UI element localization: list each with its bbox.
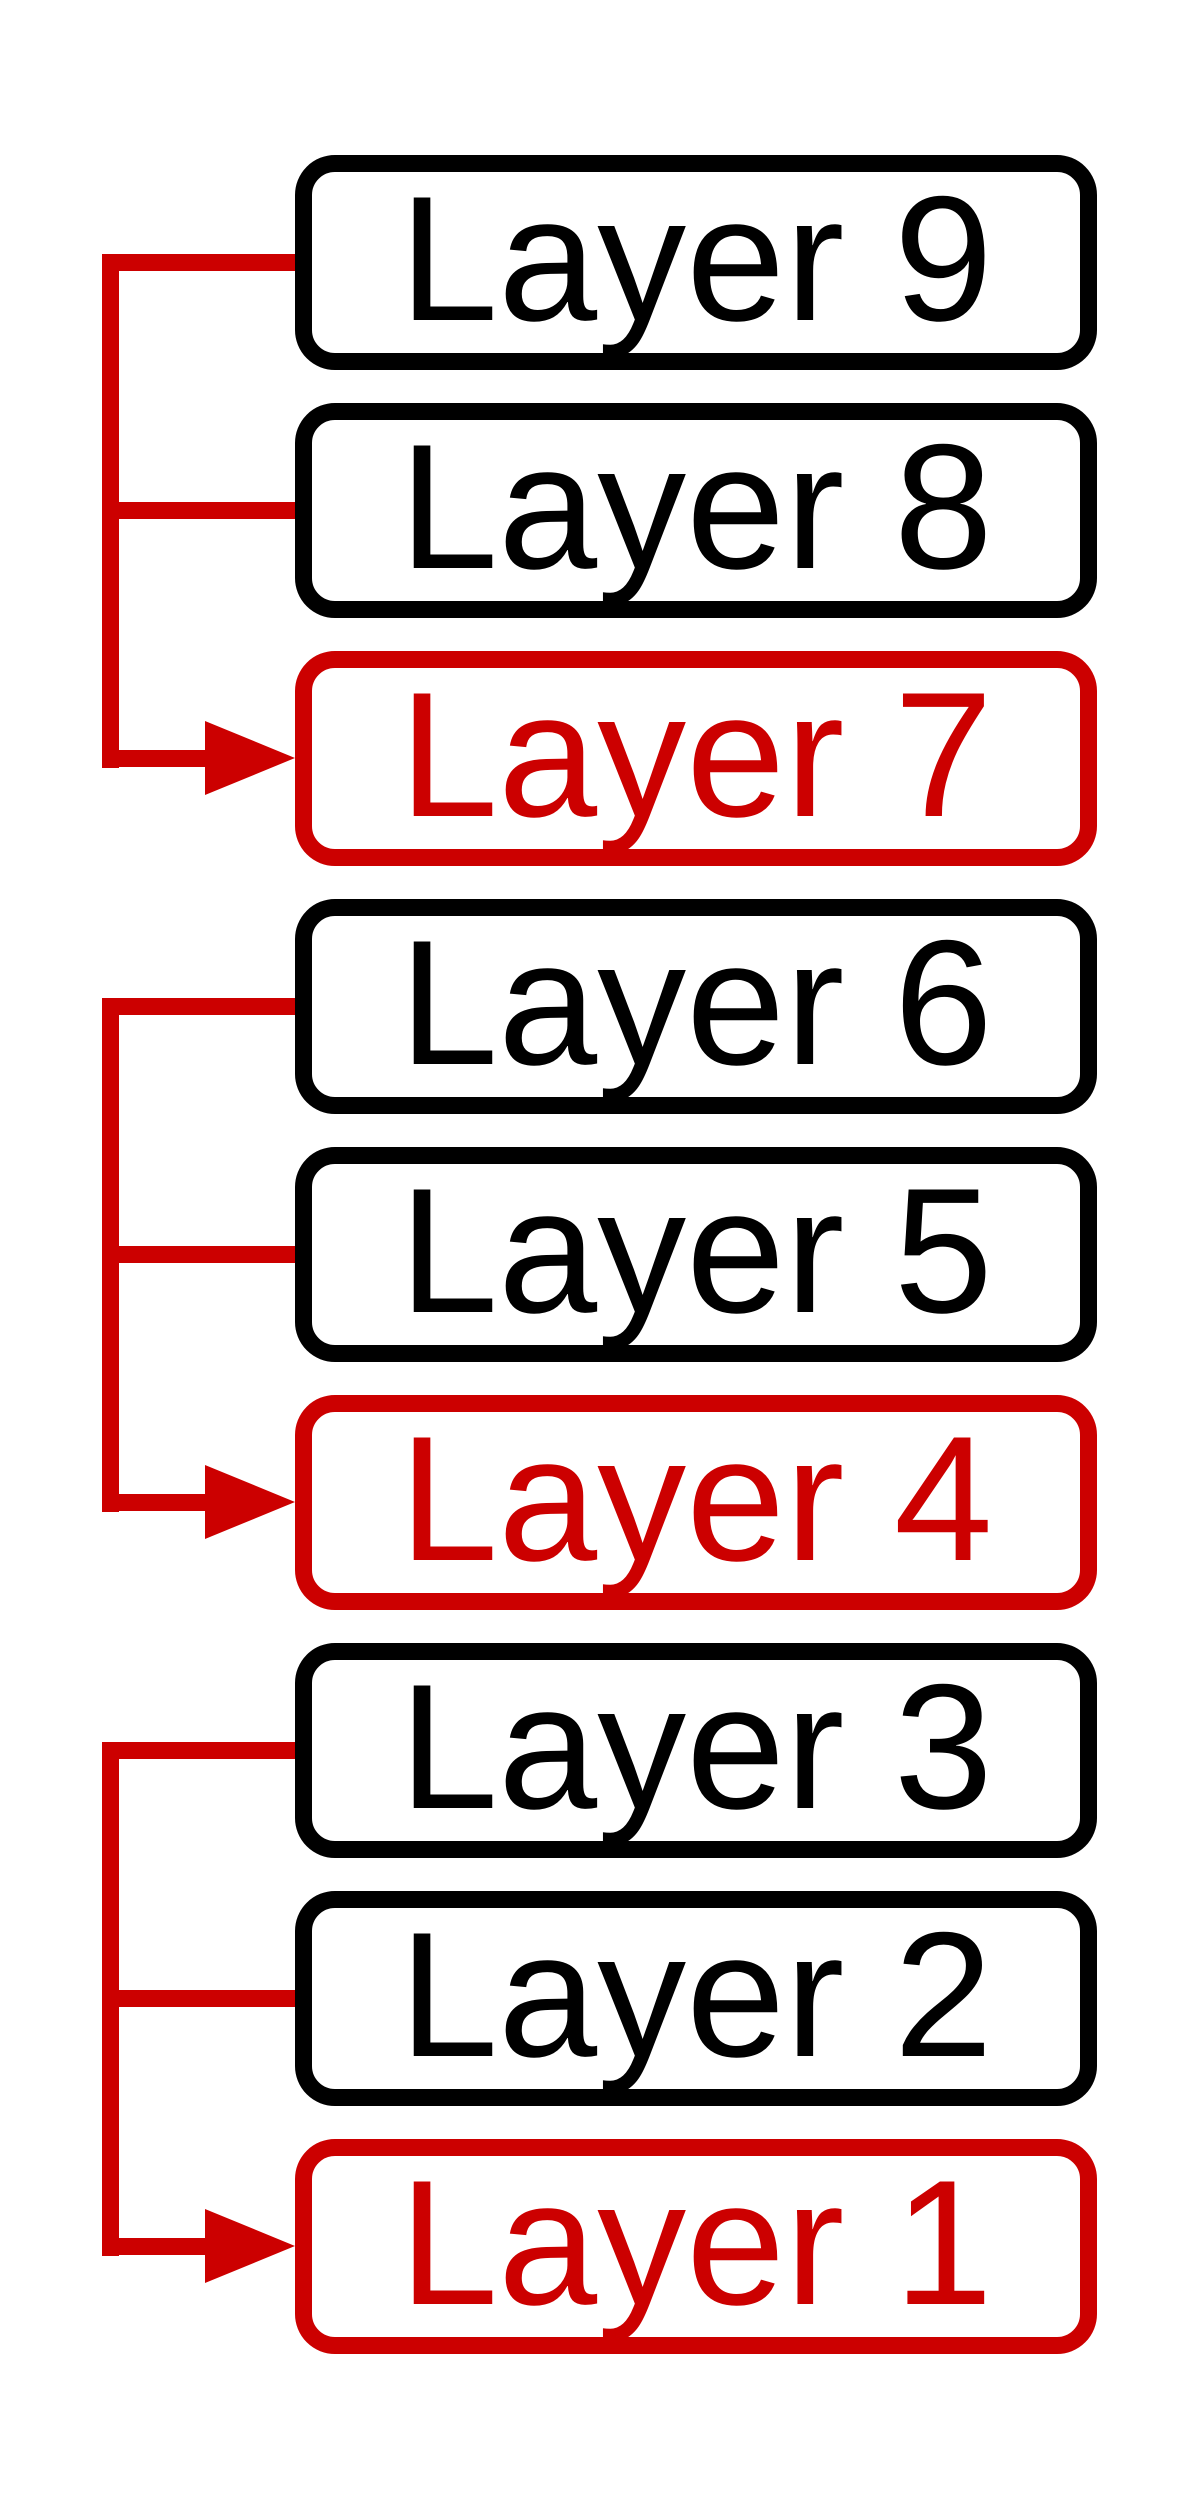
layer-label: Layer 4 <box>399 1398 993 1598</box>
connector-branch-top <box>102 254 300 271</box>
connector-arrow-shaft <box>102 750 215 767</box>
layer-label: Layer 7 <box>399 654 993 854</box>
arrowhead-right-icon <box>205 2209 295 2283</box>
layer-label: Layer 5 <box>399 1150 993 1350</box>
layer-group-middle: Layer 6 Layer 5 Layer 4 <box>0 899 1196 1611</box>
layer-label: Layer 6 <box>399 902 993 1102</box>
layer-label: Layer 1 <box>399 2142 993 2342</box>
arrowhead-right-icon <box>205 1465 295 1539</box>
layer-box-1: Layer 1 <box>295 2139 1097 2354</box>
layer-box-8: Layer 8 <box>295 403 1097 618</box>
layer-box-5: Layer 5 <box>295 1147 1097 1362</box>
layer-box-6: Layer 6 <box>295 899 1097 1114</box>
layer-label: Layer 3 <box>399 1646 993 1846</box>
layer-box-3: Layer 3 <box>295 1643 1097 1858</box>
layer-box-4: Layer 4 <box>295 1395 1097 1610</box>
connector-branch-top <box>102 998 300 1015</box>
layer-box-7: Layer 7 <box>295 651 1097 866</box>
connector-arrow-shaft <box>102 2238 215 2255</box>
connector-arrow-shaft <box>102 1494 215 1511</box>
connector-branch-middle <box>102 502 300 519</box>
layer-box-2: Layer 2 <box>295 1891 1097 2106</box>
arrowhead-right-icon <box>205 721 295 795</box>
connector-branch-middle <box>102 1246 300 1263</box>
layer-box-9: Layer 9 <box>295 155 1097 370</box>
layer-label: Layer 8 <box>399 406 993 606</box>
connector-branch-top <box>102 1742 300 1759</box>
layer-label: Layer 9 <box>399 158 993 358</box>
layer-group-bottom: Layer 3 Layer 2 Layer 1 <box>0 1643 1196 2355</box>
layer-group-top: Layer 9 Layer 8 Layer 7 <box>0 155 1196 867</box>
layer-label: Layer 2 <box>399 1894 993 2094</box>
connector-branch-middle <box>102 1990 300 2007</box>
